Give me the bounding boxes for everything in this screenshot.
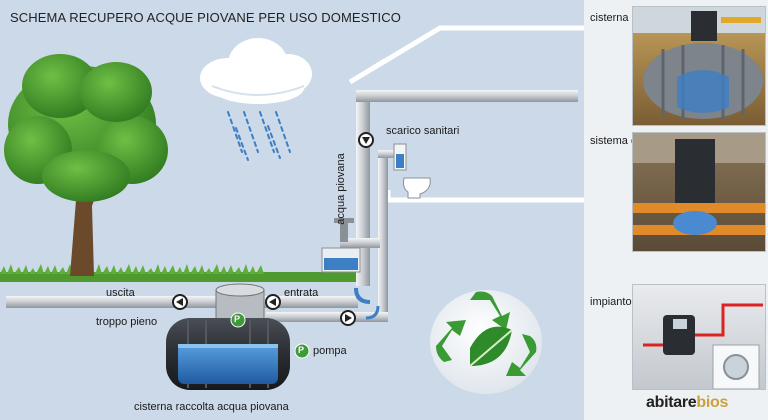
inlet-pipe-lower [266, 312, 388, 322]
house-roof-edge [349, 58, 385, 84]
brand-logo-part1: abitare [646, 394, 697, 411]
photo-impianto-di-pompaggio [632, 284, 766, 390]
roof-gutter-pipe [356, 90, 578, 102]
flow-arrow-inlet [265, 294, 281, 310]
water-flow-elbow-2 [365, 305, 380, 320]
label-pompa: pompa [313, 345, 347, 357]
brand-logo-part2: bios [696, 394, 729, 411]
photo-sistema-di-filtraggio [632, 132, 766, 252]
water-tap-icon [321, 218, 361, 273]
photo-cisterna-di-raccolta [632, 6, 766, 126]
pump-badge-legend [294, 343, 310, 359]
flow-arrow-return [340, 310, 356, 326]
tree-icon [4, 54, 168, 276]
water-flow-elbow [354, 287, 371, 304]
cloud-icon [200, 38, 312, 104]
label-entrata: entrata [284, 287, 319, 299]
wc-supply-pipe [378, 150, 388, 316]
brand-logo: abitarebios [646, 394, 728, 412]
recycle-emblem [430, 290, 542, 394]
diagram-title: SCHEMA RECUPERO ACQUE PIOVANE PER USO DO… [10, 10, 401, 25]
photo-pompaggio-illustration [633, 285, 765, 389]
photo-filtraggio-illustration [633, 133, 765, 251]
label-cisterna: cisterna raccolta acqua piovana [134, 401, 289, 413]
tap-branch-pipe [340, 238, 380, 248]
flow-arrow-outlet [172, 294, 188, 310]
grass-strip [0, 264, 370, 282]
pump-badge-legend-letter: P [298, 345, 305, 355]
label-troppo-pieno: troppo pieno [96, 316, 158, 328]
rain-drops [227, 111, 291, 161]
label-acqua-piovana: acqua piovana [335, 153, 347, 225]
toilet-icon [393, 143, 431, 199]
label-scarico-sanitari: scarico sanitari [386, 125, 460, 137]
label-acqua-piovana-box: acqua piovana [334, 124, 348, 254]
pump-badge-tank [230, 312, 246, 328]
label-uscita: uscita [106, 287, 135, 299]
wc-supply-pipe-top [378, 150, 400, 158]
flow-arrow-downpipe [358, 132, 374, 148]
pump-badge-tank-letter: P [234, 314, 241, 324]
rainwater-tank [166, 283, 290, 390]
photo-cisterna-illustration [633, 7, 765, 125]
